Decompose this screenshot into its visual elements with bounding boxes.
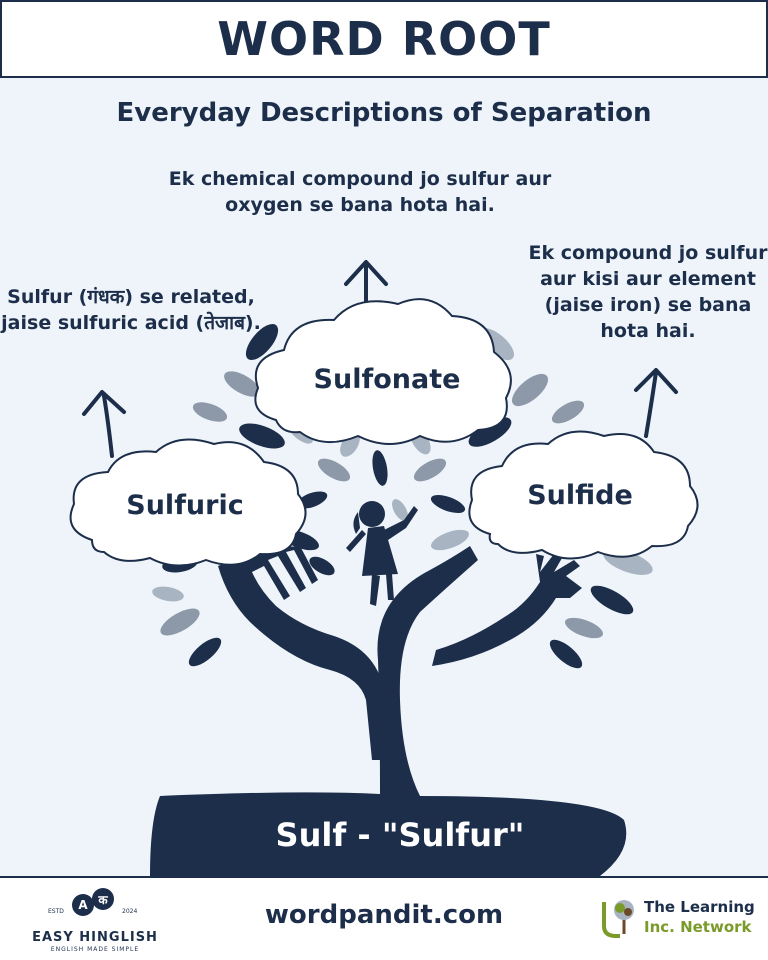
cloud-sulfide [468, 430, 699, 560]
easy-hinglish-logo: A क ESTD 2024 EASY HINGLISH ENGLISH MADE… [30, 886, 160, 956]
learning-network-logo: The Learning Inc. Network [598, 896, 758, 946]
leaves-decoration [152, 323, 653, 669]
cloud-sulfonate [254, 298, 512, 445]
sulfuric-description: Sulfur (गंधक) se related, jaise sulfuric… [1, 286, 261, 334]
logo-line2: Inc. Network [644, 918, 752, 936]
sulfonate-description: Ek chemical compound jo sulfur aur oxyge… [168, 168, 552, 216]
cloud-label-sulfuric: Sulfuric [126, 490, 244, 521]
logo-estd: ESTD [48, 908, 64, 915]
girl-figure-icon [346, 501, 418, 606]
arrows-decoration [82, 260, 678, 458]
root-label: Sulf - "Sulfur" [275, 816, 525, 854]
header-banner: WORD ROOT [0, 0, 768, 78]
sulfide-description: Ek compound jo sulfur aur kisi aur eleme… [528, 242, 768, 342]
cloud-sulfuric [69, 438, 307, 567]
tree-trunk-hands [150, 546, 627, 876]
site-link[interactable]: wordpandit.com [264, 900, 504, 930]
badge-k-icon: क [92, 888, 114, 910]
badge-a-icon: A [72, 894, 94, 916]
page-title: WORD ROOT [217, 12, 551, 66]
footer: A क ESTD 2024 EASY HINGLISH ENGLISH MADE… [0, 876, 768, 960]
logo-tagline: ENGLISH MADE SIMPLE [50, 946, 140, 953]
tree-illustration [69, 260, 699, 876]
logo-name: EASY HINGLISH [32, 930, 158, 945]
logo-year: 2024 [122, 908, 138, 915]
cloud-label-sulfide: Sulfide [527, 480, 633, 511]
logo-line1: The Learning [644, 898, 755, 916]
cloud-label-sulfonate: Sulfonate [313, 364, 461, 395]
tree-logo-icon [602, 900, 634, 938]
subtitle: Everyday Descriptions of Separation [116, 98, 652, 128]
